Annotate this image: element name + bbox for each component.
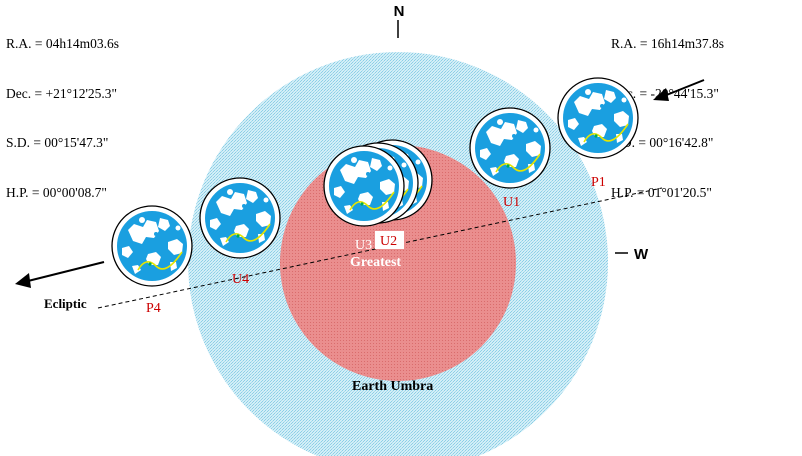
entry-arrow <box>653 79 705 101</box>
u2-label-box <box>375 231 404 249</box>
umbra-label: Earth Umbra <box>352 379 433 394</box>
dec-row-left: Dec. = +21°12'25.3" <box>6 85 118 101</box>
moon-u1 <box>469 107 551 189</box>
contact-greatest: Greatest <box>350 255 401 270</box>
contact-p1: P1 <box>591 175 606 190</box>
ra-row-left: R.A. = 04h14m03.6s <box>6 36 120 51</box>
exit-arrow <box>15 261 105 288</box>
ra-row-right: R.A. = 16h14m37.8s <box>611 36 725 51</box>
moon-u3 <box>323 145 405 227</box>
contact-u4: U4 <box>232 272 249 287</box>
moon-p4 <box>111 205 193 287</box>
hp-row-left: H.P. = 00°00'08.7" <box>6 184 107 200</box>
moon-data-left: R.A. = 04h14m03.6s Dec. = +21°12'25.3" S… <box>6 3 119 234</box>
contact-u1: U1 <box>503 195 520 210</box>
contact-p4: P4 <box>146 301 161 316</box>
sd-row-left: S.D. = 00°15'47.3" <box>6 135 109 150</box>
west-label: W <box>634 246 649 263</box>
moon-u4 <box>199 177 281 259</box>
contact-u2: U2 <box>380 234 397 249</box>
contact-u3: U3 <box>355 238 372 253</box>
ecliptic-label: Ecliptic <box>44 296 87 311</box>
north-label: N <box>394 3 405 20</box>
moon-p1 <box>557 77 639 159</box>
